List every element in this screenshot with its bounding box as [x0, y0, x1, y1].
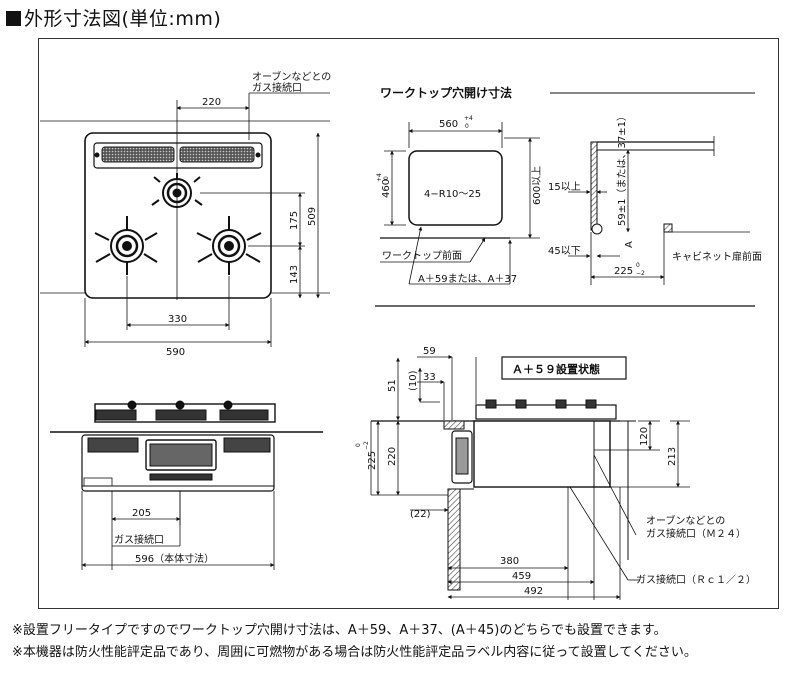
dim-143: 143 [289, 265, 300, 284]
side-view-dimensions [370, 355, 690, 600]
dim-509: 509 [307, 207, 318, 226]
front-view-dimensions [81, 491, 275, 570]
cutout-dim-15: 15以上 [548, 181, 581, 193]
side-oven-note-line2: ガス接続口（Ｍ２４） [646, 527, 746, 540]
cutout-section [568, 136, 750, 285]
side-oven-note-line1: オーブンなどとの [646, 514, 725, 527]
side-dim-380: 380 [500, 556, 519, 567]
cutout-rect [408, 150, 503, 226]
grill-vent-right [179, 146, 255, 163]
side-dim-120: 120 [639, 427, 650, 446]
top-gas-note-line1: オーブンなどとの [252, 70, 331, 83]
side-dim-22: (22) [410, 509, 431, 520]
cutout-a-label: A＋59または、A＋37 [418, 273, 517, 285]
cutout-dim-460: 460 [381, 179, 392, 198]
side-dim-492: 492 [524, 586, 543, 597]
side-dim-51: 51 [387, 379, 398, 392]
side-dim-213: 213 [667, 447, 678, 466]
side-dim-459: 459 [512, 571, 531, 582]
cutout-cabinet-label: キャビネット扉前面 [672, 250, 762, 263]
cutout-a-mark: A [624, 241, 635, 248]
dim-220: 220 [202, 97, 221, 108]
front-gas-label: ガス接続口 [114, 533, 164, 546]
cutout-front-label: ワークトップ前面 [382, 249, 462, 262]
page-title: 外形寸法図(単位:mm) [6, 4, 221, 31]
dim-175: 175 [289, 211, 300, 230]
cutout-dim-225: 225 [614, 266, 633, 277]
note-line-2: ※本機器は防火性能評定品であり、周囲に可燃物がある場合は防火性能評定品ラベル内容… [12, 645, 697, 660]
cutout-radius: 4−R10〜25 [424, 189, 481, 200]
top-view [40, 120, 330, 299]
side-state-label: Ａ＋５９設置状態 [512, 362, 600, 376]
side-dim-33: 33 [423, 372, 436, 383]
notes: ※設置フリータイプですのでワークトップ穴開け寸法は、A＋59、A＋37、(A＋4… [12, 620, 697, 664]
side-dim-10: (10) [408, 370, 419, 391]
cutout-dim-59: 59±1（または、37±1） [616, 111, 628, 226]
side-dim-225-tol-bot: −2 [363, 441, 370, 450]
cutout-dim-560: 560 [439, 119, 458, 130]
grill-vent-left [101, 146, 175, 163]
front-view [50, 400, 323, 492]
cutout-dim-225-tol-top: 0 [636, 262, 640, 269]
burner-left [94, 216, 158, 275]
side-dim-220: 220 [387, 447, 398, 466]
drawing-frame [38, 38, 779, 609]
side-dim-59: 59 [423, 346, 436, 357]
cutout-dim-460-tol-top: +4 [376, 173, 383, 182]
cutout-dim-460-tol-bot: 0 [383, 176, 390, 180]
burner-right [196, 216, 262, 275]
cutout-dim-45: 45以下 [548, 246, 581, 257]
side-view [371, 399, 636, 591]
square-bullet-icon [6, 11, 21, 26]
cutout-title: ワークトップ穴開け寸法 [380, 85, 512, 100]
top-gas-note-line2: ガス接続口 [252, 81, 302, 94]
cooktop-top-body [84, 132, 272, 299]
top-view-dimensions [84, 92, 330, 347]
dim-590: 590 [166, 347, 185, 358]
cutout-dim-560-tol-bot: 0 [465, 123, 469, 130]
dim-330: 330 [168, 314, 187, 325]
front-dim-205: 205 [132, 508, 151, 519]
cutout-dim-600: 600以上 [531, 166, 543, 205]
page-title-text: 外形寸法図(単位:mm) [24, 8, 222, 30]
side-dim-225-tol-top: 0 [355, 443, 362, 447]
state-label-box [501, 356, 627, 380]
side-dim-225: 225 [367, 451, 378, 470]
cutout-dim-225-tol-bot: −2 [636, 270, 645, 277]
cutout-plan [380, 122, 540, 285]
side-gas-note: ガス接続口（Ｒｃ１／２） [636, 573, 756, 586]
note-line-1: ※設置フリータイプですのでワークトップ穴開け寸法は、A＋59、A＋37、(A＋4… [12, 623, 667, 638]
cutout-dim-560-tol-top: +4 [464, 115, 473, 122]
front-dim-596: 596（本体寸法） [135, 552, 214, 565]
